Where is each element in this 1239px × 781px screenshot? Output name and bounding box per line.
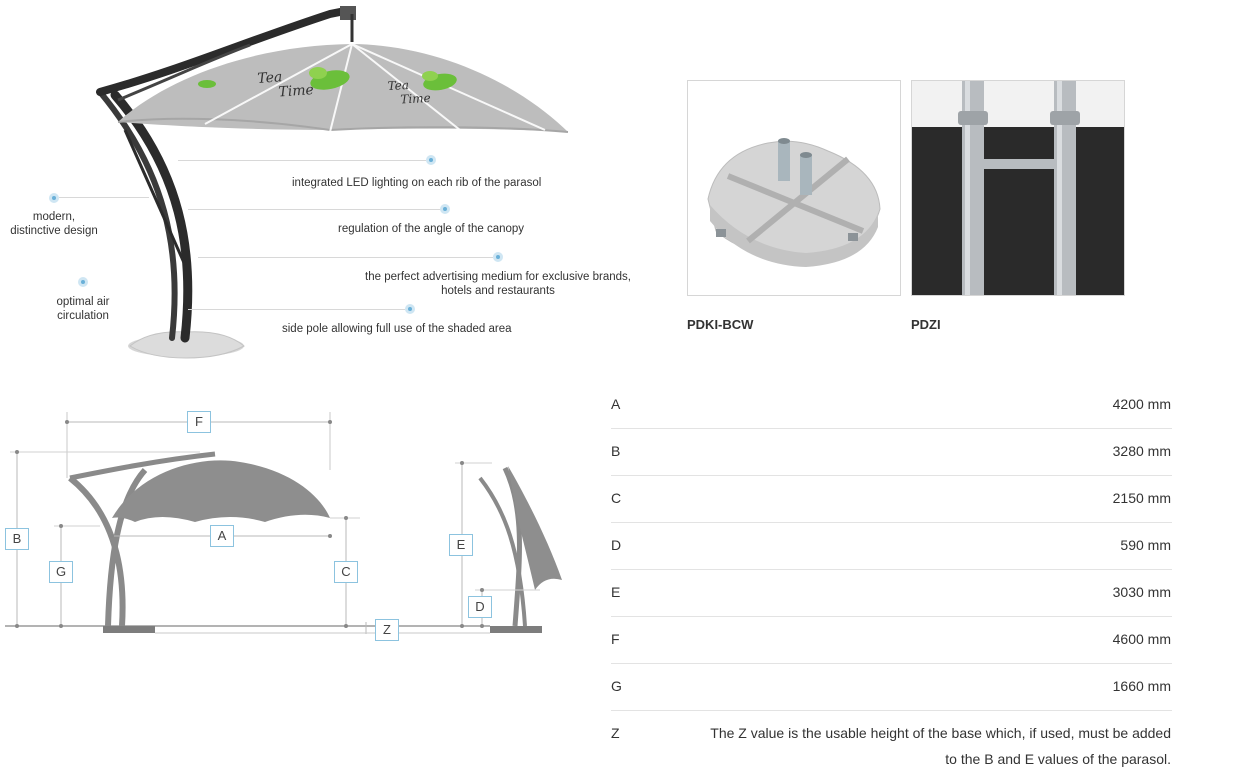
spec-table: A 4200 mm B 3280 mm C 2150 mm D 590 mm E… (611, 382, 1172, 781)
dim-label-c: C (334, 561, 358, 583)
accessory-label-pdzi: PDZI (911, 317, 941, 332)
dim-label-e: E (449, 534, 473, 556)
callout-design-line2: distinctive design (10, 225, 98, 237)
spec-key: G (611, 678, 622, 694)
spec-key: C (611, 490, 622, 506)
spec-value: 2150 mm (1112, 490, 1171, 506)
spec-value: 3280 mm (1112, 443, 1171, 459)
callout-led: integrated LED lighting on each rib of t… (292, 177, 542, 189)
dim-label-b: B (5, 528, 29, 550)
accessory-image-pdki-bcw[interactable] (687, 80, 901, 296)
canopy-brand-2-line2: Time (400, 90, 432, 107)
z-note: The Z value is the usable height of the … (661, 720, 1171, 772)
dim-label-d: D (468, 596, 492, 618)
spec-row-g: G 1660 mm (611, 664, 1172, 711)
callout-advertising: the perfect advertising medium for exclu… (348, 270, 648, 298)
spec-row-c: C 2150 mm (611, 476, 1172, 523)
accessory-image-pdzi[interactable] (911, 80, 1125, 296)
spec-row-b: B 3280 mm (611, 429, 1172, 476)
spec-value: 4200 mm (1112, 396, 1171, 412)
dimension-diagram (5, 412, 562, 634)
dim-label-g: G (49, 561, 73, 583)
parasol-illustration (96, 6, 569, 359)
callout-angle: regulation of the angle of the canopy (338, 223, 525, 235)
spec-value: 4600 mm (1112, 631, 1171, 647)
spec-row-z: Z The Z value is the usable height of th… (611, 711, 1172, 781)
callout-marker (78, 277, 88, 287)
spec-row-a: A 4200 mm (611, 382, 1172, 429)
z-note-line2: to the B and E values of the parasol. (945, 751, 1171, 767)
dim-label-f: F (187, 411, 211, 433)
callout-marker (405, 304, 415, 314)
ground-sleeve-poles-icon (912, 81, 1124, 295)
spec-key: F (611, 631, 620, 647)
callout-airflow-line1: optimal air (56, 296, 110, 308)
spec-key: E (611, 584, 621, 600)
spec-row-f: F 4600 mm (611, 617, 1172, 664)
spec-value: 1660 mm (1112, 678, 1171, 694)
callout-marker (426, 155, 436, 165)
callout-marker (493, 252, 503, 262)
spec-value: 590 mm (1120, 537, 1171, 553)
callout-advertising-line2: hotels and restaurants (441, 285, 555, 297)
callout-marker (49, 193, 59, 203)
spec-key: D (611, 537, 622, 553)
callout-design: modern, distinctive design (4, 210, 104, 238)
dim-label-z: Z (375, 619, 399, 641)
callout-advertising-line1: the perfect advertising medium for exclu… (365, 271, 631, 283)
spec-key: B (611, 443, 621, 459)
canopy-brand-1: Tea Time (257, 68, 314, 102)
accessory-label-pdki-bcw: PDKI-BCW (687, 317, 754, 332)
spec-row-e: E 3030 mm (611, 570, 1172, 617)
cross-base-weights-icon (707, 138, 881, 267)
spec-key: Z (611, 725, 620, 741)
dim-label-a: A (210, 525, 234, 547)
z-note-line1: The Z value is the usable height of the … (710, 725, 1171, 741)
spec-row-d: D 590 mm (611, 523, 1172, 570)
callout-design-line1: modern, (32, 211, 76, 223)
callout-airflow: optimal air circulation (40, 295, 126, 323)
spec-value: 3030 mm (1112, 584, 1171, 600)
callout-airflow-line2: circulation (57, 310, 109, 322)
callout-marker (440, 204, 450, 214)
spec-key: A (611, 396, 621, 412)
canopy-brand-2: Tea Time (387, 77, 431, 107)
callout-side-pole: side pole allowing full use of the shade… (282, 323, 512, 335)
